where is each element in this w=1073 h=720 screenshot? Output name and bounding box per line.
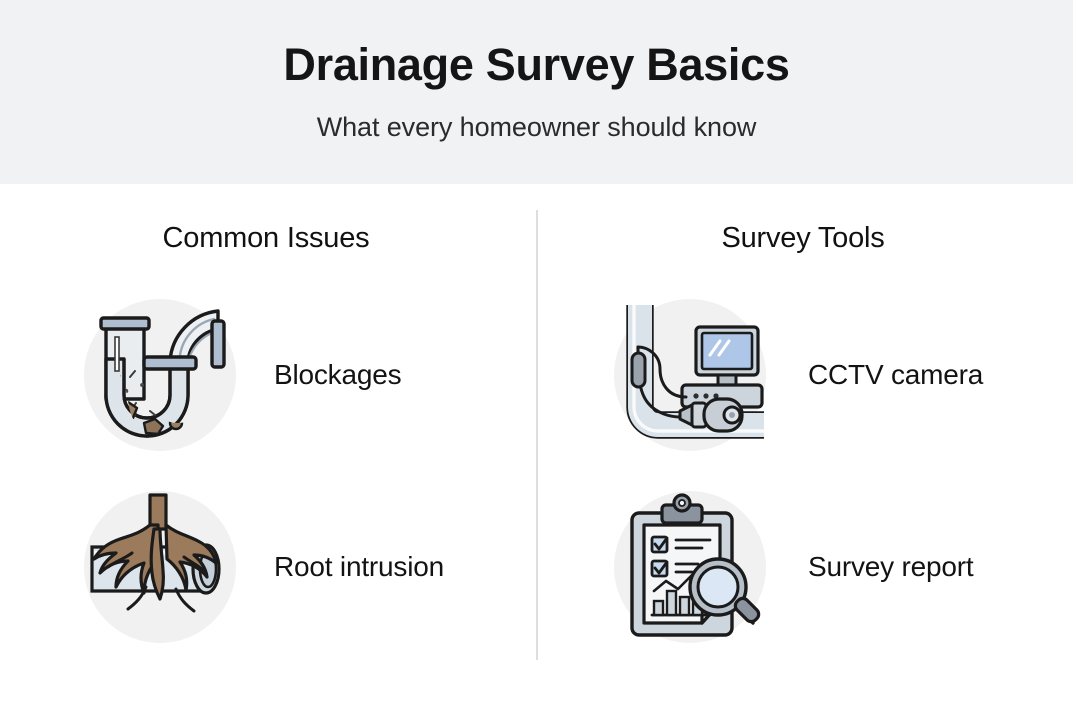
column-title-survey-tools: Survey Tools [721, 222, 885, 254]
root-intrusion-glyph [90, 493, 221, 613]
item-label-survey-report: Survey report [808, 551, 974, 582]
page-subtitle: What every homeowner should know [316, 111, 757, 142]
header-band: Drainage Survey Basics What every homeow… [0, 0, 1073, 184]
item-label-root-intrusion: Root intrusion [274, 551, 444, 582]
list-item-root-intrusion[interactable]: Root intrusion [0, 482, 536, 652]
list-item-survey-report[interactable]: Survey report [537, 482, 1073, 652]
item-label-blockages: Blockages [274, 359, 402, 390]
column-survey-tools: Survey Tools [537, 184, 1073, 720]
blocked-pipe-glyph [99, 309, 226, 438]
list-item-blockages[interactable]: Blockages [0, 290, 536, 460]
root-intrusion-pipe-icon [84, 491, 236, 643]
list-item-cctv-camera[interactable]: CCTV camera [537, 290, 1073, 460]
column-divider [536, 210, 538, 660]
item-label-cctv-camera: CCTV camera [808, 359, 984, 390]
column-common-issues: Common Issues [0, 184, 536, 720]
blocked-pipe-icon [84, 299, 236, 451]
page-title: Drainage Survey Basics [283, 39, 790, 90]
survey-report-clipboard-icon [614, 491, 766, 643]
survey-report-glyph [630, 493, 761, 637]
content-area: Common Issues [0, 184, 1073, 720]
cctv-camera-icon [614, 299, 766, 451]
cctv-camera-glyph [626, 305, 764, 439]
column-title-common-issues: Common Issues [162, 222, 370, 254]
